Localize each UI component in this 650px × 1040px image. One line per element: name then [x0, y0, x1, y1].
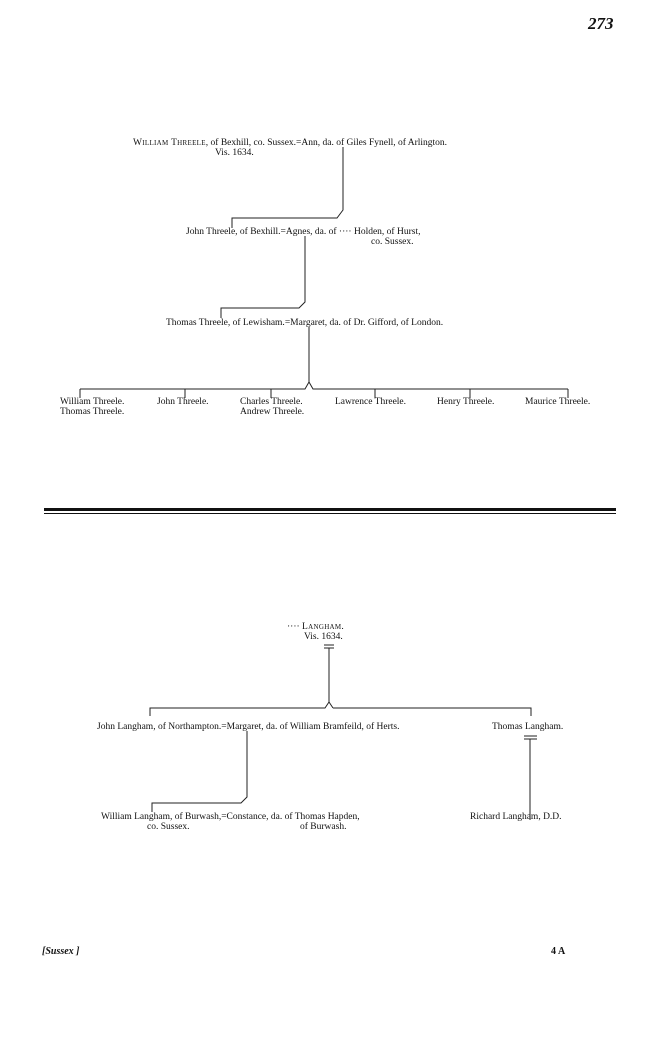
child-charles: Charles Threele. [240, 397, 303, 407]
child-william: William Threele. [60, 397, 125, 407]
william-threele-entry: William Threele, of Bexhill, co. Sussex.… [133, 138, 447, 149]
line-john-to-thomas [220, 236, 306, 318]
separator-rule-thick [44, 508, 616, 511]
william-langham: William Langham, of Burwash, [101, 812, 222, 822]
langham-head-prefix: ···· [287, 622, 300, 632]
line-thomas-to-children [80, 327, 568, 390]
child-henry: Henry Threele. [437, 397, 495, 407]
richard-langham: Richard Langham, D.D. [470, 812, 562, 822]
william-threele-description: , of Bexhill, co. Sussex. [205, 138, 297, 148]
child-thomas: Thomas Threele. [60, 407, 125, 417]
john-threele: John Threele, of Bexhill. [186, 227, 281, 237]
thomas-langham: Thomas Langham. [492, 722, 564, 732]
william-langham-line2: co. Sussex. [147, 822, 190, 832]
visitation-1634-threele: Vis. 1634. [215, 148, 254, 158]
john-threele-entry: John Threele, of Bexhill.=Agnes, da. of … [186, 227, 420, 238]
john-langham-entry: John Langham, of Northampton.=Margaret, … [97, 722, 400, 733]
langham-head-entry: ···· Langham. [287, 622, 344, 633]
footer-signature: 4 A [551, 946, 566, 957]
constance-hapden: =Constance, da. of Thomas Hapden, [221, 812, 360, 822]
agnes-holden-line2: co. Sussex. [371, 237, 414, 247]
line-langham-to-children [149, 648, 532, 716]
thomas-threele: Thomas Threele, of Lewisham. [166, 318, 285, 328]
child-maurice: Maurice Threele. [525, 397, 591, 407]
page-number: 273 [588, 14, 614, 33]
child-andrew: Andrew Threele. [240, 407, 305, 417]
agnes-holden: =Agnes, da. of ···· Holden, of Hurst, [280, 227, 421, 237]
child-lawrence: Lawrence Threele. [335, 397, 407, 407]
ann-fynell: =Ann, da. of Giles Fynell, of Arlington. [296, 138, 448, 148]
visitation-1634-langham: Vis. 1634. [304, 632, 343, 642]
child-john: John Threele. [157, 397, 209, 407]
langham-head-name: Langham. [302, 622, 345, 632]
john-langham: John Langham, of Northampton. [97, 722, 222, 732]
margaret-gifford: =Margaret, da. of Dr. Gifford, of London… [284, 318, 444, 328]
william-threele-name: William Threele [133, 138, 206, 148]
line-john-to-william [151, 731, 248, 812]
footer-county: [Sussex ] [42, 946, 80, 957]
thomas-threele-entry: Thomas Threele, of Lewisham.=Margaret, d… [166, 318, 443, 329]
constance-hapden-line2: of Burwash. [300, 822, 347, 832]
line-william-to-john [231, 147, 344, 228]
william-langham-entry: William Langham, of Burwash,=Constance, … [101, 812, 360, 823]
margaret-bramfeild: =Margaret, da. of William Bramfeild, of … [221, 722, 400, 732]
separator-rule-thin [44, 513, 616, 514]
